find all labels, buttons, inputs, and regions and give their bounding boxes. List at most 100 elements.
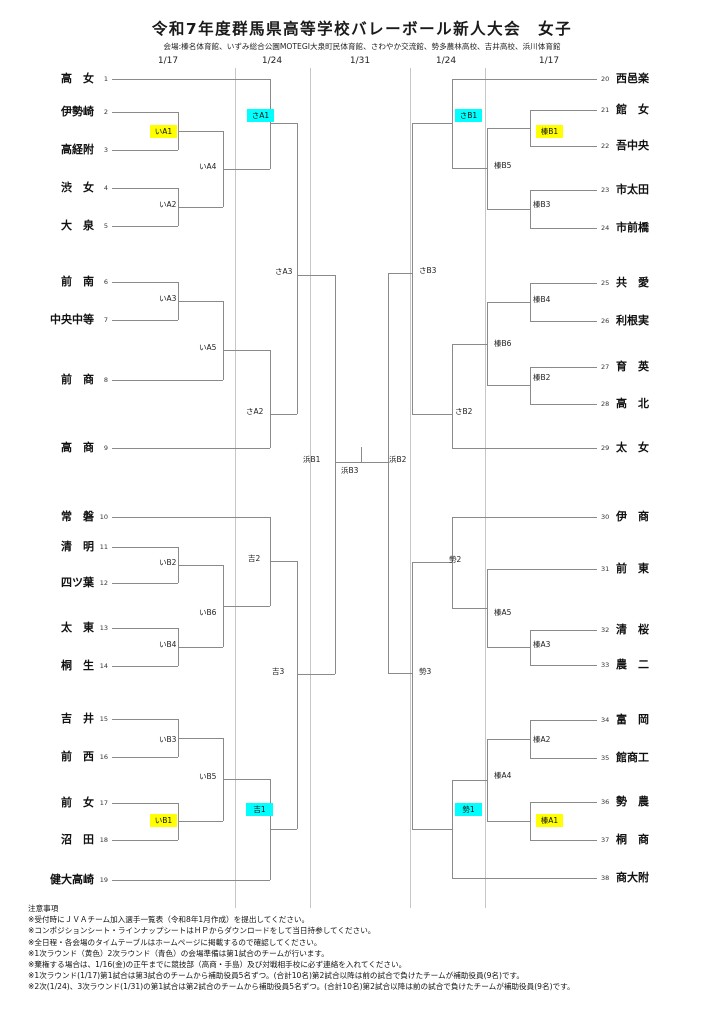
bracket-line bbox=[530, 720, 597, 721]
bracket-line bbox=[452, 448, 597, 449]
bracket-line bbox=[452, 608, 487, 609]
match-label: 勢3 bbox=[419, 667, 432, 676]
team-seed: 33 bbox=[601, 661, 610, 669]
team-seed: 37 bbox=[601, 836, 610, 844]
bracket-line bbox=[112, 547, 178, 548]
team-name: 清 桜 bbox=[616, 623, 649, 636]
date-label: 1/24 bbox=[435, 56, 457, 66]
team-seed: 28 bbox=[601, 400, 610, 408]
team-name: 商大附 bbox=[616, 871, 649, 884]
team-name: 共 愛 bbox=[616, 276, 649, 289]
bracket-line bbox=[530, 110, 531, 146]
match-label: 勢1 bbox=[455, 803, 482, 816]
team-name: 育 英 bbox=[616, 360, 649, 373]
team-name: 利根実 bbox=[616, 314, 649, 327]
team-seed: 26 bbox=[601, 317, 610, 325]
note-line: ※棄権する場合は、1/16(金)の正午までに競技部（高商・手島）及び対戦相手校に… bbox=[28, 960, 407, 970]
bracket-line bbox=[335, 275, 336, 674]
bracket-line bbox=[112, 79, 270, 80]
bracket-line bbox=[178, 301, 223, 302]
team-name: 四ツ葉 bbox=[61, 576, 94, 589]
bracket-line bbox=[530, 190, 597, 191]
team-seed: 4 bbox=[103, 184, 108, 192]
bracket-line bbox=[270, 350, 271, 448]
bracket-line bbox=[530, 802, 531, 840]
team-name: 中央中等 bbox=[50, 313, 94, 326]
notes: 注意事項 ※受付時にＪＶＡチーム加入選手一覧表（令和8年1月作成）を提出してくだ… bbox=[28, 903, 575, 993]
match-label: さA2 bbox=[246, 407, 264, 416]
team-seed: 31 bbox=[601, 565, 610, 573]
match-label: いB2 bbox=[159, 558, 177, 567]
team-seed: 21 bbox=[601, 106, 610, 114]
team-name: 西邑楽 bbox=[616, 72, 649, 85]
team-name: 富 岡 bbox=[616, 713, 649, 726]
date-label: 1/31 bbox=[349, 56, 371, 66]
team-seed: 38 bbox=[601, 874, 610, 882]
team-seed: 1 bbox=[103, 75, 108, 83]
team-seed: 17 bbox=[99, 799, 108, 807]
match-label: いA4 bbox=[199, 162, 217, 171]
team-name: 前 東 bbox=[616, 562, 649, 575]
bracket-line bbox=[112, 320, 178, 321]
bracket-line bbox=[112, 803, 178, 804]
bracket-line bbox=[112, 150, 178, 151]
bracket-line bbox=[297, 561, 298, 829]
team-name: 健大高崎 bbox=[50, 873, 94, 886]
team-seed: 12 bbox=[99, 579, 108, 587]
team-seed: 35 bbox=[601, 754, 610, 762]
bracket-line bbox=[530, 283, 531, 321]
bracket-line bbox=[112, 282, 178, 283]
bracket-line bbox=[452, 79, 453, 168]
venue-line: 会場:榛名体育館、いずみ総合公園MOTEGI大泉町民体育館、さわやか交流館、勢多… bbox=[163, 42, 561, 51]
note-line: ※1次ラウンド（黄色）2次ラウンド（青色）の会場準備は第1試合のチームが行います… bbox=[28, 948, 329, 958]
team-seed: 8 bbox=[103, 376, 108, 384]
bracket-line bbox=[452, 780, 487, 781]
bracket-line bbox=[112, 757, 178, 758]
note-line: ※受付時にＪＶＡチーム加入選手一覧表（令和8年1月作成）を提出してください。 bbox=[28, 915, 310, 925]
bracket-line bbox=[223, 606, 270, 607]
note-line: ※1次ラウンド(1/17)第1試合は第3試合のチームから補助役員5名ずつ。(合計… bbox=[28, 971, 524, 981]
bracket-line bbox=[530, 283, 597, 284]
bracket-line bbox=[112, 628, 178, 629]
team-name: 伊勢崎 bbox=[61, 105, 94, 118]
match-label: 吉2 bbox=[248, 554, 261, 563]
bracket-line bbox=[530, 321, 597, 322]
match-label: いB4 bbox=[159, 640, 177, 649]
bracket-line bbox=[112, 840, 178, 841]
match-label: 勢2 bbox=[449, 555, 462, 564]
bracket-line bbox=[412, 562, 413, 829]
team-name: 前 女 bbox=[61, 796, 94, 809]
match-label: 榛B4 bbox=[533, 295, 551, 304]
match-label: いA5 bbox=[199, 343, 217, 352]
match-label: 吉3 bbox=[272, 667, 285, 676]
team-name: 桐 生 bbox=[61, 659, 94, 672]
bracket-line bbox=[112, 719, 178, 720]
match-label: さB2 bbox=[455, 407, 473, 416]
team-seed: 9 bbox=[103, 444, 108, 452]
match-label: 榛A2 bbox=[533, 735, 551, 744]
team-name: 高 北 bbox=[616, 397, 649, 410]
match-label: いA1 bbox=[150, 125, 177, 138]
team-seed: 3 bbox=[103, 146, 108, 154]
bracket-line bbox=[487, 647, 530, 648]
match-label: 榛B2 bbox=[533, 373, 551, 382]
team-seed: 24 bbox=[601, 224, 610, 232]
team-name: 常 磐 bbox=[61, 510, 94, 523]
team-name: 太 女 bbox=[616, 441, 649, 454]
match-label: 榛B3 bbox=[533, 200, 551, 209]
bracket-line bbox=[487, 821, 530, 822]
match-label: さA3 bbox=[275, 267, 293, 276]
bracket-line bbox=[178, 821, 223, 822]
bracket-line bbox=[487, 302, 488, 385]
match-label: さB3 bbox=[419, 266, 437, 275]
match-label: いA2 bbox=[159, 200, 177, 209]
team-name: 農 二 bbox=[616, 658, 649, 671]
bracket-line bbox=[487, 569, 597, 570]
team-seed: 23 bbox=[601, 186, 610, 194]
bracket-line bbox=[112, 517, 270, 518]
note-line: ※コンポジションシート・ラインナップシートはＨＰからダウンロードをして当日持参し… bbox=[28, 926, 376, 936]
team-seed: 29 bbox=[601, 444, 610, 452]
bracket-line bbox=[112, 226, 178, 227]
bracket-line bbox=[530, 630, 531, 665]
bracket-line bbox=[487, 569, 488, 647]
